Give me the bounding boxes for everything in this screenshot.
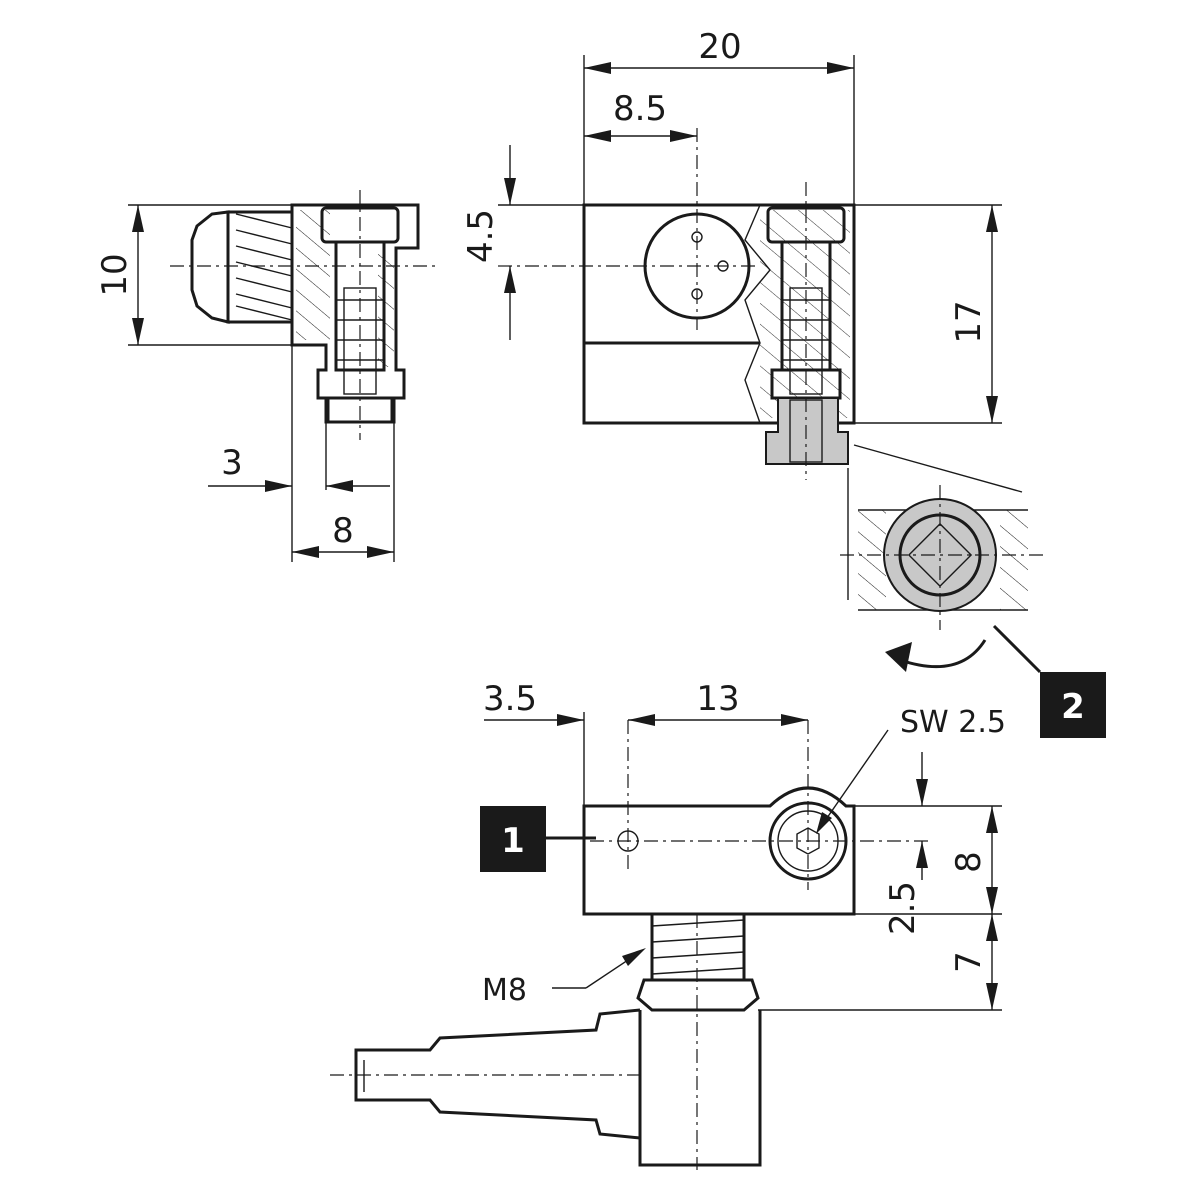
side-view: 10 3 8 [95,190,440,562]
wrench-size-label: SW 2.5 [900,705,1006,740]
dim-top-axis-offset: 2.5 [883,881,923,935]
dim-front-center-offset: 8.5 [613,89,667,129]
top-view: 3.5 13 SW 2.5 8 7 2.5 M8 [330,679,1006,1170]
dim-front-height: 17 [949,300,989,343]
callout-2: 2 [1040,672,1106,738]
dim-top-height: 8 [949,851,989,873]
dim-side-width: 8 [332,511,354,551]
front-view: 20 8.5 4.5 17 [461,27,1002,480]
callout-1-label: 1 [501,821,525,861]
callout-2-label: 2 [1061,687,1085,727]
dim-front-center-height: 4.5 [461,209,501,263]
dim-side-height: 10 [95,253,135,296]
dim-thread-length: 7 [949,951,989,973]
thread-label: M8 [482,973,527,1008]
dim-front-width: 20 [698,27,741,67]
dim-top-offset: 3.5 [483,679,537,719]
dim-top-spacing: 13 [696,679,739,719]
dim-side-offset: 3 [221,443,243,483]
callout-1: 1 [480,806,546,872]
detail-view [840,444,1048,674]
